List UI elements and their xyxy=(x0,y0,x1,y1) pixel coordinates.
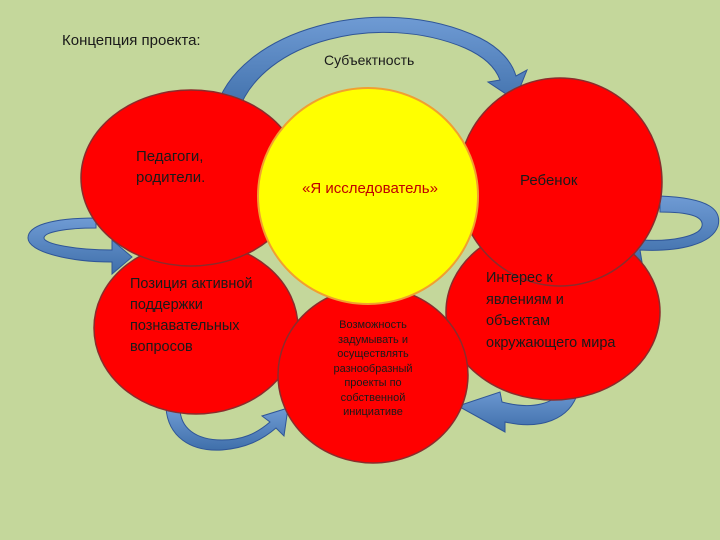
left-curved-arrow xyxy=(27,217,133,276)
interest-label: Интерес к явлениям и объектам окружающег… xyxy=(486,270,616,351)
diagram-title: Концепция проекта: xyxy=(62,32,201,49)
pedagogues-label: Педагоги, родители. xyxy=(136,148,206,186)
center-label: «Я исследователь» xyxy=(302,180,438,197)
bottom-left-curved-arrow xyxy=(165,407,289,451)
possibility-label: Возможность задумывать и осуществлять ра… xyxy=(333,319,413,418)
child-label: Ребенок xyxy=(520,172,578,189)
position-label: Позиция активной поддержки познавательны… xyxy=(130,276,253,355)
subjectivity-label: Субъектность xyxy=(324,52,415,68)
circle-center xyxy=(257,87,479,305)
